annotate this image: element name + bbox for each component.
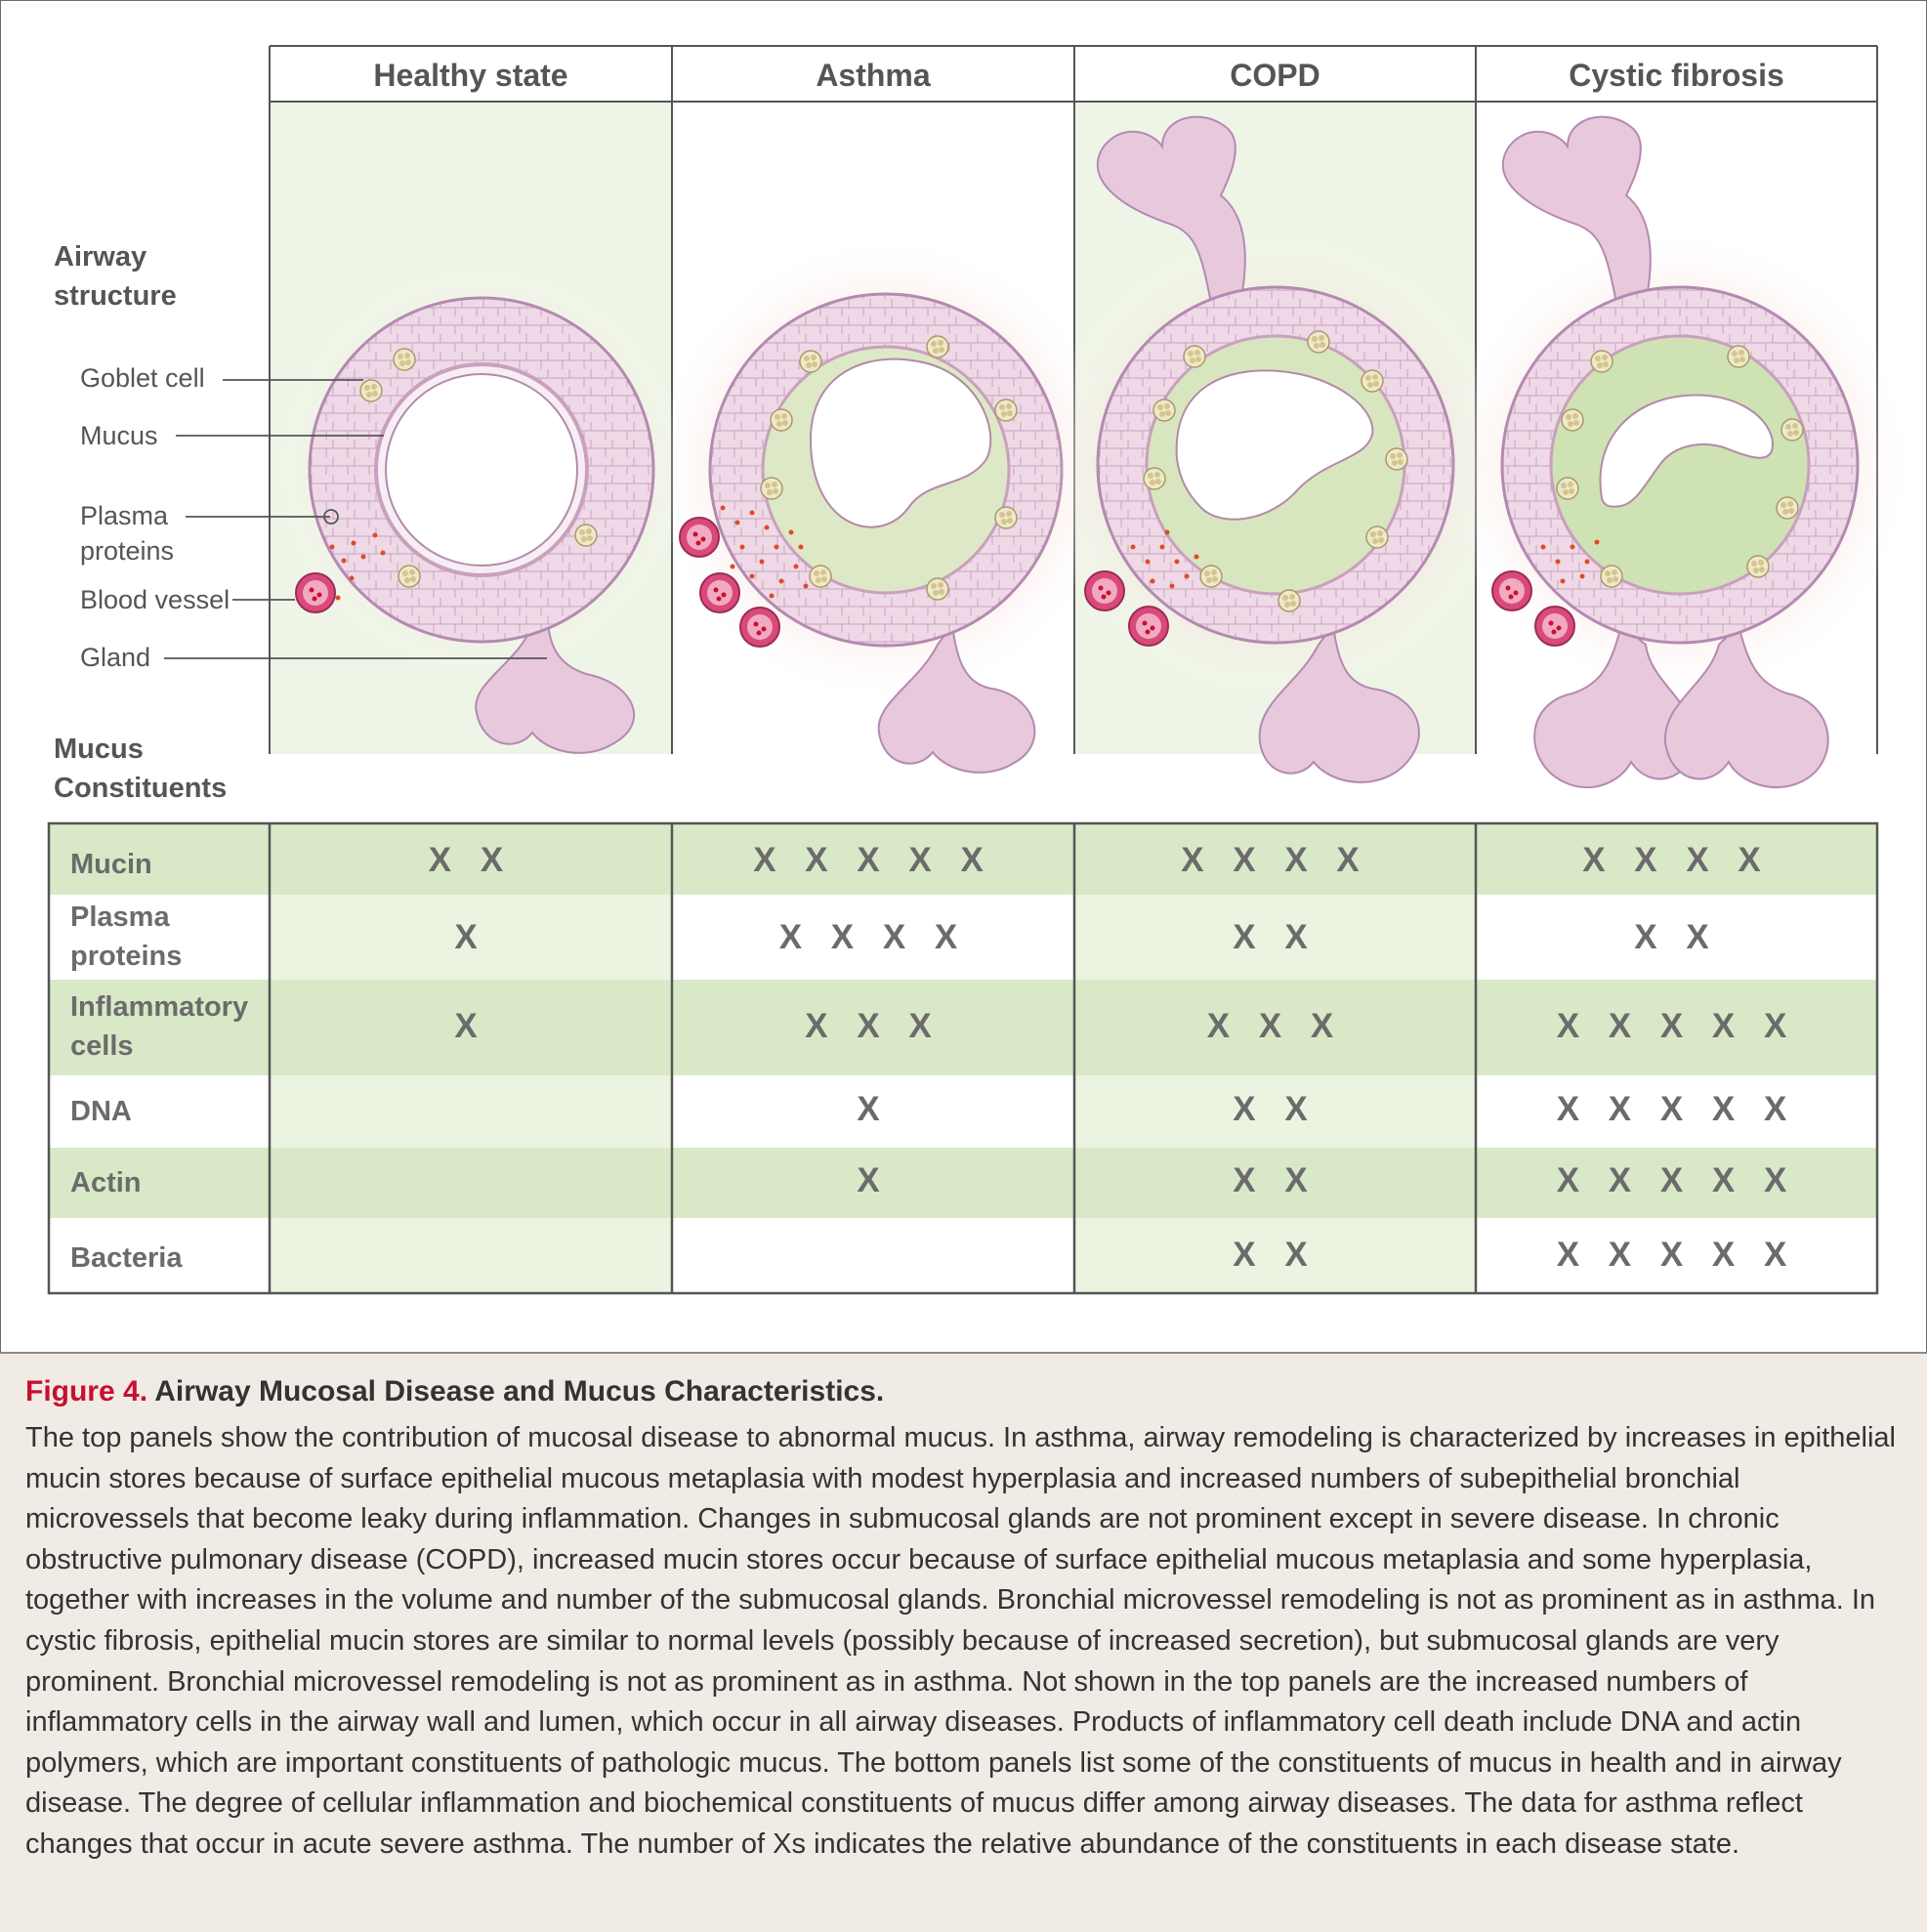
cell-dna-cf: X X X X X [1476, 1090, 1877, 1129]
row-label-plasma-line1: Plasma [70, 898, 182, 937]
cell-plasma-cf: X X [1476, 918, 1877, 957]
cell-dna-copd: X X [1074, 1090, 1476, 1129]
airway-structure-label: Airway structure [54, 237, 177, 315]
annotation-plasma-line2: proteins [80, 533, 174, 568]
annotation-goblet-cell: Goblet cell [80, 360, 205, 396]
annotation-blood-vessel: Blood vessel [80, 582, 230, 617]
cell-actin-cf: X X X X X [1476, 1161, 1877, 1200]
cell-plasma-healthy: X [270, 918, 672, 957]
caption-title: Figure 4. Airway Mucosal Disease and Muc… [25, 1375, 884, 1408]
airway-diagram [0, 0, 1927, 1352]
airway-structure-line2: structure [54, 276, 177, 315]
cell-bacteria-cf: X X X X X [1476, 1236, 1877, 1275]
cell-actin-copd: X X [1074, 1161, 1476, 1200]
cell-inflammatory-copd: X X X [1074, 1007, 1476, 1046]
row-label-plasma-line2: proteins [70, 937, 182, 976]
mucus-constituents-label: Mucus Constituents [54, 730, 227, 808]
row-label-bacteria-text: Bacteria [70, 1239, 182, 1278]
cell-mucin-asthma: X X X X X [672, 841, 1074, 880]
cell-inflammatory-cf: X X X X X [1476, 1007, 1877, 1046]
cell-plasma-copd: X X [1074, 918, 1476, 957]
cell-mucin-healthy: X X [270, 841, 672, 880]
cell-plasma-asthma: X X X X [672, 918, 1074, 957]
annotation-plasma-line1: Plasma [80, 498, 174, 533]
mucus-constituents-line2: Constituents [54, 769, 227, 808]
row-label-bacteria: Bacteria [70, 1239, 182, 1278]
cell-inflammatory-healthy: X [270, 1007, 672, 1046]
row-label-actin-text: Actin [70, 1163, 142, 1202]
cell-mucin-cf: X X X X [1476, 841, 1877, 880]
mucus-constituents-line1: Mucus [54, 730, 227, 769]
column-header-cystic-fibrosis: Cystic fibrosis [1476, 48, 1877, 103]
row-label-inflammatory-line1: Inflammatory [70, 987, 248, 1027]
row-label-inflammatory-cells: Inflammatory cells [70, 987, 248, 1066]
row-label-dna-text: DNA [70, 1092, 132, 1131]
cell-dna-asthma: X [672, 1090, 1074, 1129]
cell-actin-asthma: X [672, 1161, 1074, 1200]
cf-airway [1445, 117, 1914, 787]
figure-caption: Figure 4. Airway Mucosal Disease and Muc… [0, 1352, 1927, 1932]
cell-bacteria-copd: X X [1074, 1236, 1476, 1275]
table-background [49, 823, 1877, 1292]
cell-inflammatory-asthma: X X X [672, 1007, 1074, 1046]
caption-title-text: Airway Mucosal Disease and Mucus Charact… [154, 1375, 884, 1407]
row-label-dna: DNA [70, 1092, 132, 1131]
annotation-mucus: Mucus [80, 418, 158, 453]
cell-mucin-copd: X X X X [1074, 841, 1476, 880]
airway-structure-line1: Airway [54, 237, 177, 276]
row-label-actin: Actin [70, 1163, 142, 1202]
annotation-plasma-proteins: Plasma proteins [80, 498, 174, 568]
column-header-copd: COPD [1074, 48, 1476, 103]
figure-number: Figure 4. [25, 1375, 147, 1407]
caption-body-text: The top panels show the contribution of … [25, 1418, 1910, 1866]
column-header-asthma: Asthma [672, 48, 1074, 103]
row-label-plasma-proteins: Plasma proteins [70, 898, 182, 976]
row-label-inflammatory-line2: cells [70, 1027, 248, 1066]
row-label-mucin-text: Mucin [70, 845, 152, 884]
column-header-healthy: Healthy state [270, 48, 672, 103]
caption-body: The top panels show the contribution of … [25, 1418, 1910, 1866]
annotation-gland: Gland [80, 640, 150, 675]
row-label-mucin: Mucin [70, 845, 152, 884]
